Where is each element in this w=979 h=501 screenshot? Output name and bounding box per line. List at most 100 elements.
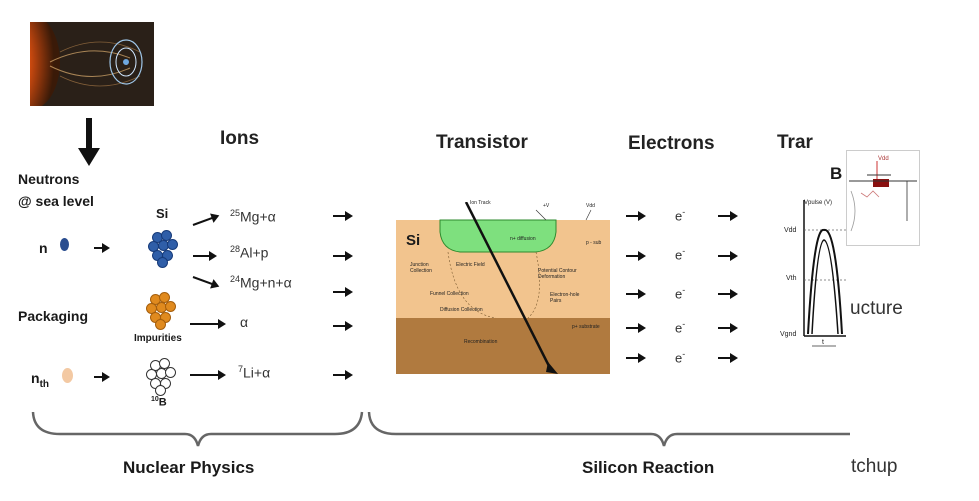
nth-n: n xyxy=(31,370,40,386)
electron-1: e- xyxy=(675,207,685,223)
reaction-alpha-text: α xyxy=(240,314,249,330)
b10-label: 10B xyxy=(151,396,167,409)
pulse-vdd-label: Vdd xyxy=(784,227,797,234)
ion-track-label: Ion Track xyxy=(470,200,491,206)
packaging-label: Packaging xyxy=(18,308,89,324)
vdd-device-label: Vdd xyxy=(586,203,595,209)
electron-5-sup: - xyxy=(682,349,686,359)
reaction-li7-text: Li+α xyxy=(243,364,271,381)
structure-label: ucture xyxy=(850,298,903,319)
arrow-device-1 xyxy=(626,211,646,221)
reaction-al28: 28Al+p xyxy=(230,244,268,261)
electron-4-sup: - xyxy=(682,319,686,329)
impurity-nucleus-icon xyxy=(146,292,176,330)
electron-2-e: e xyxy=(675,247,683,263)
arrow-e-5 xyxy=(718,353,738,363)
arrow-device-2 xyxy=(626,251,646,261)
neutrons-label: Neutrons @ sea level xyxy=(18,168,94,212)
reaction-li7-sup: 7 xyxy=(238,364,244,374)
potential-contour-label: Potential Contour Deformation xyxy=(538,268,577,280)
inset-b-label: B xyxy=(830,164,843,183)
pulse-vth-label: Vth xyxy=(786,275,797,282)
pulse-vgnd-label: Vgnd xyxy=(780,331,797,338)
arrow-ions-2 xyxy=(333,251,353,261)
reaction-li7: 7Li+α xyxy=(238,364,270,381)
reaction-al28-text: Al+p xyxy=(240,244,269,261)
arrow-nth-to-b xyxy=(94,372,110,382)
impurities-label: Impurities xyxy=(134,333,182,344)
b10-nucleus-icon xyxy=(146,358,176,396)
silicon-reaction-label: Silicon Reaction xyxy=(582,458,715,477)
pulse-plot xyxy=(778,196,848,356)
transistor-header: Transistor xyxy=(436,132,528,153)
electrons-header: Electrons xyxy=(628,133,715,154)
arrow-e-3 xyxy=(718,289,738,299)
recombination-label: Recombination xyxy=(464,339,498,345)
electron-5: e- xyxy=(675,349,685,365)
ions-header: Ions xyxy=(220,128,260,149)
arrow-si-to-mg25 xyxy=(192,215,218,226)
plus-v-label: +V xyxy=(543,203,550,209)
device-si-label: Si xyxy=(406,232,421,249)
diffusion-collection-label: Diffusion Collection xyxy=(440,307,483,313)
electron-4: e- xyxy=(675,319,685,335)
thermal-neutron-dot xyxy=(62,368,73,383)
electric-field-label: Electric Field xyxy=(456,262,485,268)
silicon-reaction-brace xyxy=(366,410,850,455)
down-arrow-icon xyxy=(78,118,100,171)
transistor-cross-section xyxy=(396,201,610,374)
arrow-e-2 xyxy=(718,251,738,261)
overlay-inset xyxy=(846,150,920,246)
pulse-t-label: t xyxy=(822,339,824,346)
arrow-ions-1 xyxy=(333,211,353,221)
reaction-mg25: 25Mg+α xyxy=(230,208,276,225)
nuclear-physics-label: Nuclear Physics xyxy=(123,458,255,477)
electron-3: e- xyxy=(675,285,685,301)
arrow-e-1 xyxy=(718,211,738,221)
p-substrate-label: p+ substrate xyxy=(572,324,600,330)
reaction-mg24-sup: 24 xyxy=(230,274,241,284)
sketchup-label: tchup xyxy=(851,456,898,477)
si-target-label: Si xyxy=(156,206,169,221)
electron-2-sup: - xyxy=(682,246,686,256)
nth-label: nth xyxy=(31,370,49,390)
n-diffusion-label: n+ diffusion xyxy=(510,236,536,242)
electron-1-sup: - xyxy=(682,207,686,217)
neutrons-line-1: Neutrons xyxy=(18,171,80,187)
reaction-mg24: 24Mg+n+α xyxy=(230,274,292,291)
si-nucleus-icon xyxy=(148,230,178,268)
reaction-al28-sup: 28 xyxy=(230,244,241,254)
b10-symbol: B xyxy=(158,396,167,409)
arrow-si-to-mg24 xyxy=(192,276,218,287)
reaction-mg25-sup: 25 xyxy=(230,208,241,218)
arrow-device-3 xyxy=(626,289,646,299)
reaction-mg25-text: Mg+α xyxy=(240,208,276,225)
arrow-si-to-al28 xyxy=(193,251,217,261)
arrow-impurity-to-alpha xyxy=(190,319,226,329)
reaction-alpha: α xyxy=(240,314,248,330)
arrow-device-5 xyxy=(626,353,646,363)
magnetosphere-image xyxy=(30,22,154,106)
arrow-b10-to-li7 xyxy=(190,370,226,380)
funnel-collection-label: Funnel Collection xyxy=(430,291,469,297)
nuclear-physics-brace xyxy=(30,410,365,455)
electron-1-e: e xyxy=(675,208,683,224)
electron-hole-label: Electron-hole Pairs xyxy=(550,292,580,304)
p-well-label: p - sub xyxy=(586,240,602,246)
electron-3-sup: - xyxy=(682,285,686,295)
electron-4-e: e xyxy=(675,320,683,336)
reaction-mg24-text: Mg+n+α xyxy=(240,274,292,291)
neutron-dot xyxy=(60,238,69,251)
electron-2: e- xyxy=(675,246,685,262)
arrow-n-to-si xyxy=(94,243,110,253)
electron-5-e: e xyxy=(675,350,683,366)
arrow-device-4 xyxy=(626,323,646,333)
pulse-ylabel: Vpulse (V) xyxy=(804,200,833,206)
arrow-ions-3 xyxy=(333,287,353,297)
nth-sub: th xyxy=(39,378,50,390)
junction-collection-label: Junction Collection xyxy=(410,262,432,274)
n-label: n xyxy=(39,240,48,256)
electron-3-e: e xyxy=(675,286,683,302)
b10-sup: 10 xyxy=(151,396,159,403)
arrow-e-4 xyxy=(718,323,738,333)
